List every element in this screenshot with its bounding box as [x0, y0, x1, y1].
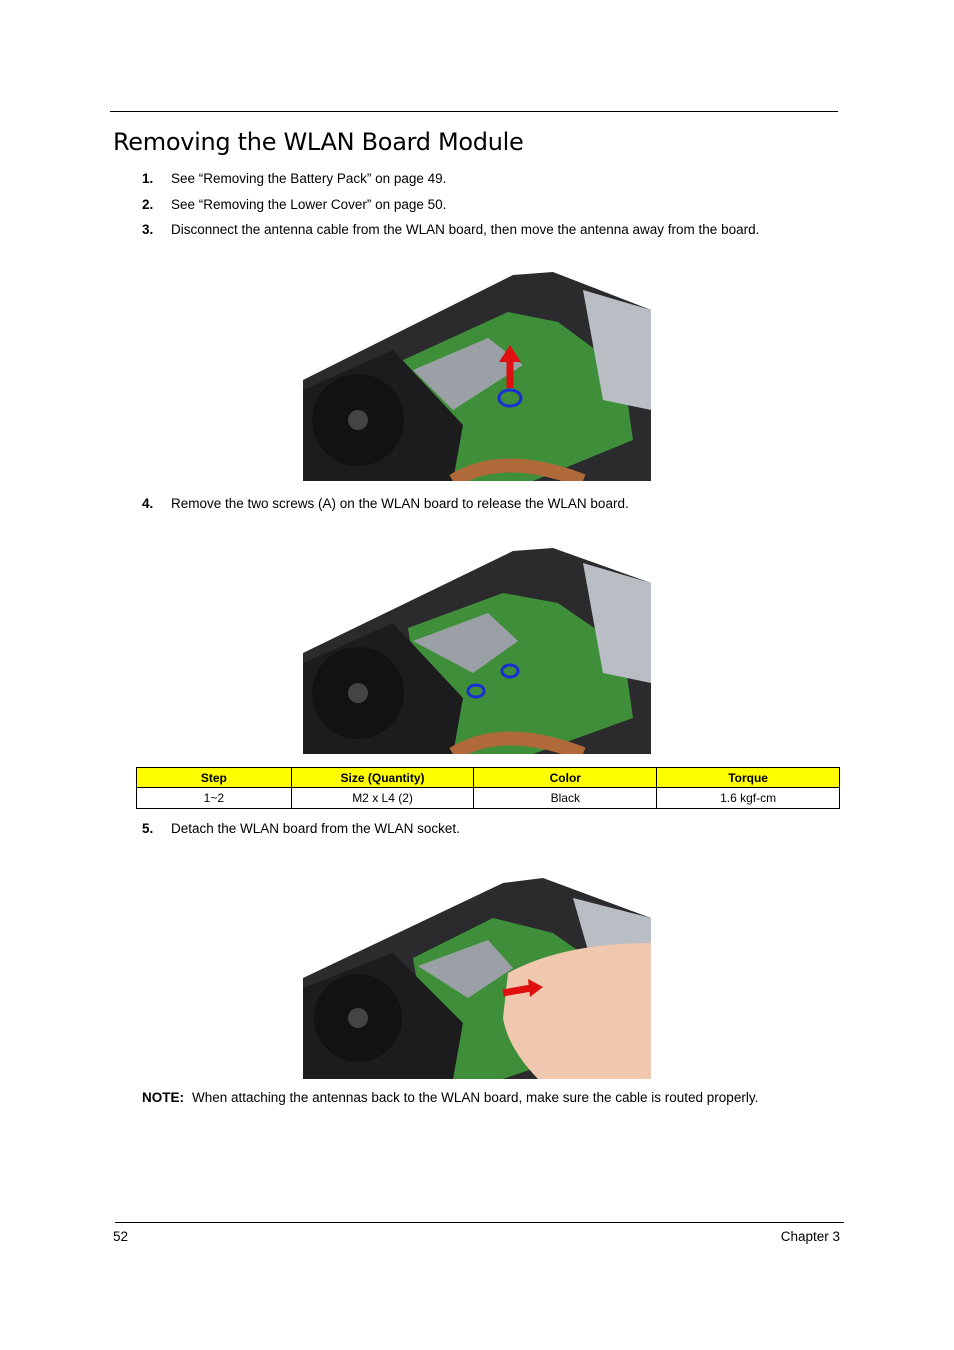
step-number: 2.	[142, 197, 154, 212]
table-cell: 1~2	[136, 787, 292, 809]
step-text: See “Removing the Battery Pack” on page …	[171, 171, 447, 186]
step-number: 1.	[142, 171, 154, 186]
step-2: 2. See “Removing the Lower Cover” on page…	[142, 197, 446, 213]
chapter-label: Chapter 3	[780, 1229, 840, 1244]
step-3: 3. Disconnect the antenna cable from the …	[142, 222, 759, 238]
note: NOTE: When attaching the antennas back to…	[142, 1090, 758, 1105]
footer-rule	[115, 1222, 844, 1223]
note-text: When attaching the antennas back to the …	[192, 1090, 759, 1105]
step-5: 5. Detach the WLAN board from the WLAN so…	[142, 821, 460, 837]
photo-disconnect-antenna	[303, 250, 651, 481]
photo-remove-screws	[303, 523, 651, 754]
screw-spec-table: Step Size (Quantity) Color Torque 1~2 M2…	[136, 767, 840, 809]
step-text: Disconnect the antenna cable from the WL…	[171, 222, 760, 237]
table-cell: Black	[473, 787, 658, 809]
page-number: 52	[113, 1229, 129, 1244]
photo-detach-board	[303, 848, 651, 1079]
table-header-row: Step Size (Quantity) Color Torque	[136, 767, 840, 788]
table-cell: M2 x L4 (2)	[290, 787, 475, 809]
page-title: Removing the WLAN Board Module	[113, 128, 524, 156]
step-number: 3.	[142, 222, 154, 237]
step-number: 4.	[142, 496, 154, 511]
table-cell: 1.6 kgf-cm	[656, 787, 840, 809]
step-text: Detach the WLAN board from the WLAN sock…	[171, 821, 460, 836]
step-4: 4. Remove the two screws (A) on the WLAN …	[142, 496, 629, 512]
header-rule	[110, 111, 838, 112]
table-header-cell: Color	[473, 767, 658, 788]
note-label: NOTE:	[142, 1090, 184, 1105]
table-header-cell: Torque	[656, 767, 840, 788]
step-1: 1. See “Removing the Battery Pack” on pag…	[142, 171, 446, 187]
table-row: 1~2 M2 x L4 (2) Black 1.6 kgf-cm	[136, 787, 840, 809]
table-header-cell: Step	[136, 767, 292, 788]
step-text: See “Removing the Lower Cover” on page 5…	[171, 197, 447, 212]
step-number: 5.	[142, 821, 154, 836]
step-text: Remove the two screws (A) on the WLAN bo…	[171, 496, 629, 511]
table-header-cell: Size (Quantity)	[290, 767, 475, 788]
